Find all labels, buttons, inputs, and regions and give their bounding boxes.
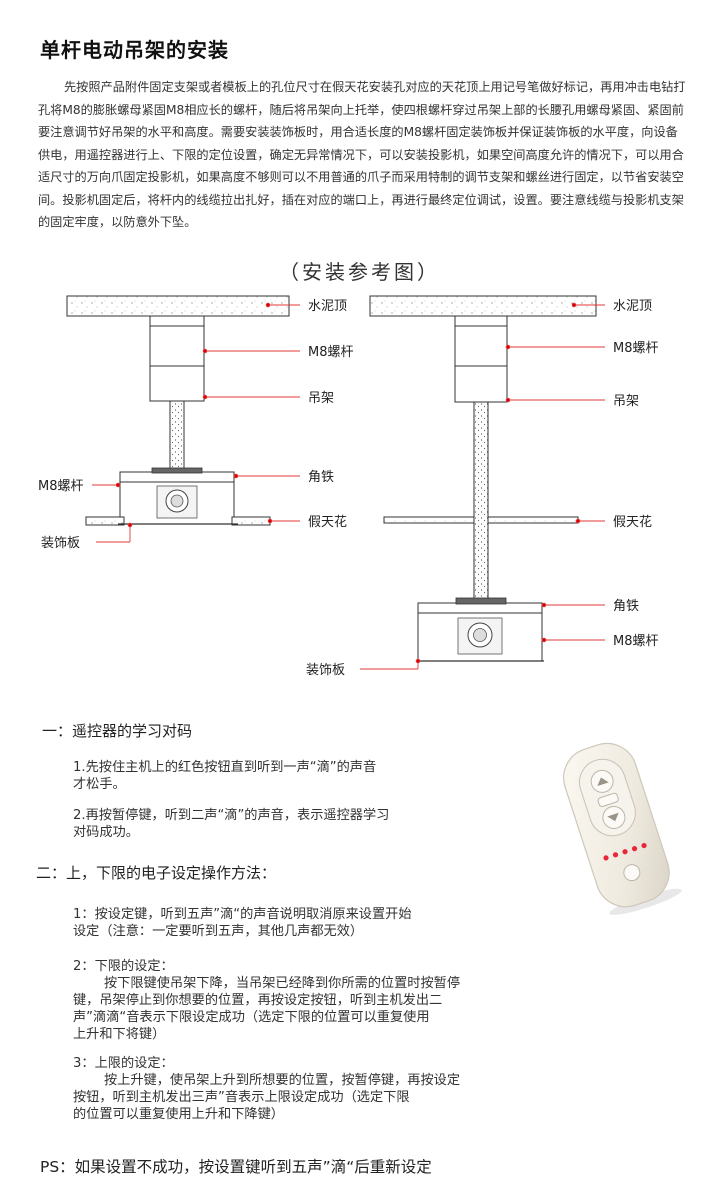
remote-set-button bbox=[623, 864, 641, 882]
right-pole bbox=[473, 401, 489, 603]
right-label-m8-rod: M8螺杆 bbox=[613, 341, 659, 356]
right-concrete-ceiling bbox=[369, 295, 597, 317]
left-label-deco-board: 装饰板 bbox=[41, 536, 80, 551]
right-false-ceiling-b bbox=[487, 516, 579, 524]
right-diagram: 水泥顶 M8螺杆 吊架 假天花 角铁 M8螺杆 装饰板 bbox=[306, 295, 659, 678]
section2-step3-title: 3：上限的设定： bbox=[73, 1056, 174, 1071]
right-label-m8-rod-bottom: M8螺杆 bbox=[613, 634, 659, 649]
section2-step3-line3: 的位置可以重复使用上升和下降键） bbox=[73, 1107, 284, 1122]
left-angle-iron bbox=[119, 471, 235, 483]
up-arrow-icon bbox=[597, 777, 609, 787]
left-pole bbox=[169, 400, 185, 473]
section2-step2-line3: 声”滴滴“音表示下限设定成功（选定下限的位置可以重复使用 bbox=[73, 1010, 430, 1025]
right-label-hanger: 吊架 bbox=[613, 394, 639, 409]
left-label-ceiling: 水泥顶 bbox=[308, 299, 347, 314]
remote-led-row bbox=[603, 842, 647, 861]
left-diagram: 水泥顶 M8螺杆 吊架 角铁 假天花 M8螺杆 装饰板 bbox=[38, 295, 354, 551]
left-label-false-ceiling: 假天花 bbox=[308, 514, 347, 530]
section2-step2-line2: 键，吊架停止到你想要的位置，再按设定按钮，听到主机发出二 bbox=[73, 993, 443, 1008]
left-false-ceiling-a bbox=[85, 516, 125, 526]
right-angle-iron bbox=[417, 602, 543, 614]
section1-step2-line1: 2.再按暂停键，听到二声“滴”的声音，表示遥控器学习 bbox=[73, 808, 390, 823]
installation-diagram: 水泥顶 M8螺杆 吊架 角铁 假天花 M8螺杆 装饰板 bbox=[38, 295, 659, 678]
right-label-ceiling: 水泥顶 bbox=[613, 299, 652, 314]
ps-note: PS：如果设置不成功，按设置键听到五声”滴“后重新设定 bbox=[40, 1158, 432, 1176]
section2-step3-line2: 按钮，听到主机发出三声”音表示上限设定成功（选定下限 bbox=[73, 1090, 410, 1105]
left-label-m8-rod-side: M8螺杆 bbox=[38, 479, 84, 494]
left-concrete-ceiling bbox=[66, 295, 290, 317]
left-label-hanger: 吊架 bbox=[308, 391, 334, 406]
section2-step2-line4: 上升和下将键） bbox=[73, 1027, 166, 1042]
section2-step1-line1: 1：按设定键，听到五声”滴“的声音说明取消原来设置开始 bbox=[73, 907, 412, 922]
section2-step1-line2: 设定（注意：一定要听到五声，其他几声都无效） bbox=[73, 924, 364, 939]
right-label-deco-board: 装饰板 bbox=[306, 663, 345, 678]
right-false-ceiling-a bbox=[383, 516, 475, 524]
section2-step3-line1: 按上升键，使吊架上升到所想要的位置，按暂停键，再按设定 bbox=[104, 1073, 461, 1088]
remote-stop-button bbox=[597, 792, 619, 807]
right-hanger bbox=[454, 365, 508, 403]
section2-heading: 二：上，下限的电子设定操作方法： bbox=[36, 864, 277, 882]
left-label-m8-rod: M8螺杆 bbox=[308, 345, 354, 360]
down-arrow-icon bbox=[607, 812, 619, 822]
section1-step1-line1: 1.先按住主机上的红色按钮直到听到一声“滴”的声音 bbox=[73, 760, 377, 775]
section1-step1-line2: 才松手。 bbox=[73, 777, 126, 792]
remote-control-image bbox=[563, 742, 682, 915]
intro-paragraph: 先按照产品附件固定支架或者模板上的孔位尺寸在假天花安装孔对应的天花顶上用记号笔做… bbox=[38, 80, 686, 229]
left-label-angle-iron: 角铁 bbox=[308, 470, 334, 485]
left-hanger bbox=[149, 365, 205, 402]
right-label-angle-iron: 角铁 bbox=[613, 599, 639, 614]
section2-step2-line1: 按下限键使吊架下降，当吊架已经降到你所需的位置时按暂停 bbox=[104, 976, 461, 991]
section1-heading: 一：遥控器的学习对码 bbox=[42, 722, 193, 740]
diagram-title: （安装参考图） bbox=[279, 260, 440, 284]
page-title: 单杆电动吊架的安装 bbox=[40, 38, 229, 62]
section1-step2-line2: 对码成功。 bbox=[73, 825, 139, 840]
right-label-false-ceiling: 假天花 bbox=[613, 514, 652, 530]
section2-step2-title: 2：下限的设定： bbox=[73, 959, 174, 974]
